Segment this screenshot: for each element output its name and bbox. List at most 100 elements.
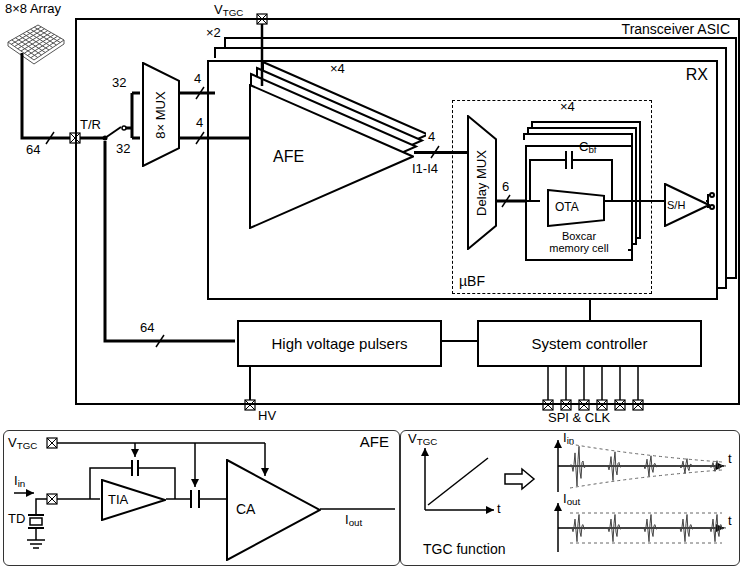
shape-fill bbox=[227, 460, 320, 560]
ota-symbol: OTA bbox=[547, 189, 605, 227]
signal-label: Iout bbox=[345, 513, 362, 527]
signal-label: 64 bbox=[26, 143, 40, 157]
shape-fill bbox=[665, 184, 709, 226]
grid-line bbox=[21, 33, 51, 52]
bus-wires bbox=[22, 53, 235, 341]
echo-burst bbox=[640, 456, 660, 477]
asic-boundary: Transceiver ASICRXAFEµBFDelay MUXBoxcar … bbox=[75, 18, 740, 405]
node-label: Boxcar memory cell bbox=[547, 230, 611, 255]
signal-label: Iout bbox=[563, 492, 580, 506]
signal-label: Cbf bbox=[579, 140, 597, 154]
node-label: High voltage pulsers bbox=[239, 335, 440, 352]
connector bbox=[442, 340, 477, 342]
afe-schematic bbox=[14, 443, 395, 548]
signal-label: 32 bbox=[116, 142, 130, 156]
grid-line bbox=[31, 29, 57, 45]
signal-label: ×4 bbox=[560, 100, 575, 114]
echo-burst bbox=[706, 515, 726, 542]
pad bbox=[579, 400, 589, 410]
echo-burst bbox=[640, 515, 660, 542]
node-label: AFE bbox=[360, 434, 389, 451]
signal-label: ×2 bbox=[206, 26, 221, 40]
pad bbox=[615, 400, 625, 410]
grid-line bbox=[34, 40, 64, 60]
signal-label: SPI & CLK bbox=[548, 411, 610, 425]
grid-line bbox=[28, 36, 58, 55]
bus-width: 4 bbox=[194, 116, 205, 130]
pad-cross bbox=[543, 400, 553, 410]
pad-cross bbox=[561, 400, 571, 410]
tr-switch bbox=[105, 127, 121, 138]
pad-cross bbox=[245, 400, 255, 410]
tgc-graphs bbox=[425, 440, 724, 552]
signal-label: VTGC bbox=[408, 432, 437, 446]
node-label: AFE bbox=[273, 148, 304, 166]
bus-width: 6 bbox=[500, 180, 511, 194]
connector bbox=[180, 137, 249, 140]
grid-line bbox=[34, 27, 60, 42]
delay-mux: Delay MUX bbox=[467, 115, 497, 250]
grid-line bbox=[38, 25, 64, 40]
array-grid bbox=[8, 25, 64, 64]
signal-label: Iin bbox=[563, 431, 574, 445]
echo-burst bbox=[604, 452, 624, 481]
switch-contact bbox=[122, 126, 126, 130]
echo-burst bbox=[604, 515, 624, 542]
echo-burst bbox=[568, 515, 588, 542]
echo-burst bbox=[676, 515, 696, 542]
pad-cross bbox=[47, 494, 57, 504]
pulser-box: High voltage pulsers bbox=[237, 320, 442, 367]
node-label: Delay MUX bbox=[475, 150, 489, 216]
pad bbox=[633, 400, 643, 410]
controller-box: System controller bbox=[477, 320, 702, 367]
pad-cross bbox=[47, 438, 57, 448]
signal-label: VTGC bbox=[214, 3, 243, 17]
shape-fill bbox=[102, 480, 165, 520]
node-label: OTA bbox=[555, 201, 579, 214]
node-label: TGC function bbox=[423, 542, 505, 557]
bus-width: 4 bbox=[426, 130, 437, 144]
signal-label: VTGC bbox=[8, 436, 37, 450]
signal-label: TD bbox=[8, 512, 25, 526]
shape-fill bbox=[468, 116, 496, 249]
array-edge bbox=[8, 40, 64, 64]
grid-line bbox=[27, 31, 53, 47]
signal-label: 8×8 Array bbox=[5, 2, 61, 16]
node-label: System controller bbox=[479, 335, 700, 352]
node-label: Transceiver ASIC bbox=[622, 22, 730, 36]
signal-label: HV bbox=[258, 409, 276, 423]
signal-label: t bbox=[728, 452, 732, 466]
pad-cross bbox=[615, 400, 625, 410]
beamformer-box: µBF Delay MUX Boxcar memory cell OTA bbox=[452, 100, 652, 294]
control-wire bbox=[583, 365, 585, 400]
grid-line bbox=[24, 34, 54, 53]
signal-label: ×4 bbox=[330, 62, 345, 76]
afe-triangle: AFE bbox=[249, 84, 414, 229]
node-label: CA bbox=[236, 502, 255, 517]
afe-panel: AFE TIA CA bbox=[3, 430, 400, 566]
shape-fill bbox=[143, 63, 179, 166]
signal-label: t bbox=[728, 514, 732, 528]
multiplexer: 8× MUX bbox=[142, 62, 180, 167]
ca-triangle: CA bbox=[226, 459, 321, 561]
pad bbox=[245, 400, 255, 410]
control-wire bbox=[619, 365, 621, 400]
node-label: TIA bbox=[108, 493, 128, 507]
echo-waveforms bbox=[568, 446, 726, 541]
signal-label: I1-I4 bbox=[412, 162, 438, 176]
tgc-wire bbox=[261, 24, 264, 86]
echo-burst bbox=[568, 446, 588, 486]
signal-label: T/R bbox=[80, 118, 101, 132]
shape-fill bbox=[250, 85, 413, 228]
control-wires bbox=[548, 365, 638, 400]
pad bbox=[561, 400, 571, 410]
control-wire bbox=[547, 365, 549, 400]
memory-cell-box: Boxcar memory cell OTA bbox=[525, 145, 633, 261]
signal-label: 64 bbox=[140, 321, 154, 335]
rx-channel-box: RXAFEµBFDelay MUXBoxcar memory cellOTAS/… bbox=[207, 60, 718, 300]
tia-triangle: TIA bbox=[101, 479, 166, 521]
signal-label: t bbox=[497, 502, 501, 516]
grid-line bbox=[31, 38, 61, 58]
node-label: µBF bbox=[459, 274, 485, 289]
control-wire bbox=[637, 365, 639, 400]
